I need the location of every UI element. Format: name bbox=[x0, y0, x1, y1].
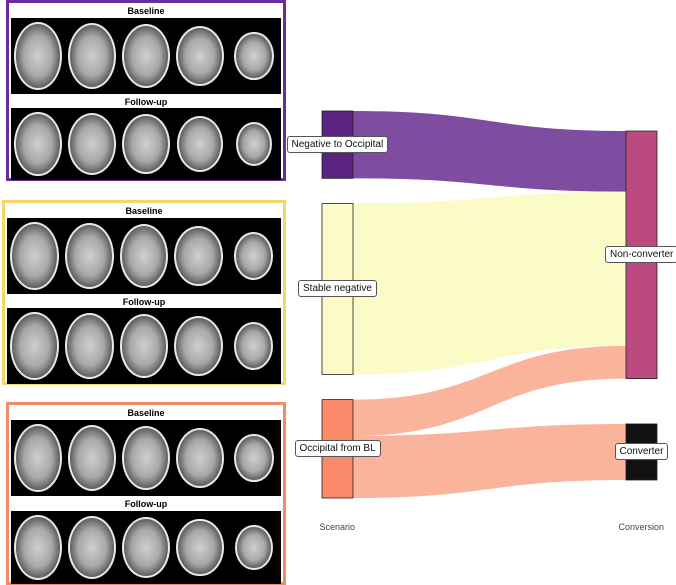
scan-strip-follow-up bbox=[7, 308, 281, 384]
brain-slice bbox=[122, 516, 170, 579]
brain-slice bbox=[64, 313, 114, 379]
brain-slice bbox=[122, 425, 170, 491]
sankey-link-occbl-nonconv bbox=[353, 345, 626, 436]
sankey-link-stable-nonconv bbox=[353, 191, 626, 375]
scan-strip-follow-up bbox=[11, 108, 281, 180]
sankey-node-label-occbl: Occipital from BL bbox=[294, 440, 381, 458]
brain-slice bbox=[68, 425, 116, 491]
sankey-node-label-nonconv: Non-converter bbox=[605, 246, 676, 264]
brain-slice bbox=[176, 115, 224, 173]
brain-slice bbox=[68, 516, 116, 579]
sankey-link-neg2occ-nonconv bbox=[353, 111, 626, 192]
brain-slice bbox=[234, 434, 274, 482]
brain-slice bbox=[176, 427, 224, 489]
scan-strip-follow-up bbox=[11, 511, 281, 584]
panel-negative-to-occipital: Baseline Follow-up bbox=[6, 0, 286, 181]
sankey-node-label-stable: Stable negative bbox=[298, 280, 377, 298]
brain-slice bbox=[234, 32, 274, 80]
scan-strip-baseline bbox=[11, 420, 281, 496]
brain-slice bbox=[174, 315, 224, 377]
brain-slice bbox=[235, 524, 273, 571]
row-label-baseline: Baseline bbox=[125, 206, 163, 216]
row-label-follow-up: Follow-up bbox=[124, 499, 168, 509]
brain-slice bbox=[234, 322, 274, 370]
scan-strip-baseline bbox=[11, 18, 281, 94]
brain-slice bbox=[10, 311, 59, 381]
panel-stable-negative: Baseline Follow-up bbox=[2, 200, 286, 385]
row-label-baseline: Baseline bbox=[127, 6, 165, 16]
brain-slice bbox=[122, 23, 170, 89]
row-label-follow-up: Follow-up bbox=[124, 97, 168, 107]
brain-slice bbox=[14, 423, 62, 493]
brain-slice bbox=[176, 25, 224, 87]
brain-slice bbox=[10, 221, 59, 291]
sankey-node-label-neg2occ: Negative to Occipital bbox=[286, 136, 389, 154]
brain-slice bbox=[176, 518, 224, 577]
brain-slice bbox=[235, 121, 273, 167]
sankey-node-label-conv: Converter bbox=[614, 443, 669, 461]
row-label-baseline: Baseline bbox=[127, 408, 165, 418]
brain-slice bbox=[119, 313, 169, 379]
brain-slice bbox=[122, 113, 170, 175]
brain-slice bbox=[174, 225, 224, 287]
brain-slice bbox=[234, 232, 274, 280]
axis-label-scenario: Scenario bbox=[319, 522, 356, 532]
brain-slice bbox=[64, 223, 114, 289]
sankey-link-occbl-conv bbox=[353, 423, 626, 498]
scan-strip-baseline bbox=[7, 218, 281, 294]
brain-slice bbox=[14, 514, 62, 581]
row-label-follow-up: Follow-up bbox=[122, 297, 166, 307]
axis-label-conversion: Conversion bbox=[618, 522, 665, 532]
brain-slice bbox=[119, 223, 169, 289]
brain-slice bbox=[14, 21, 62, 91]
brain-slice bbox=[68, 112, 116, 175]
brain-slice bbox=[14, 111, 62, 177]
panel-occipital-from-bl: Baseline Follow-up bbox=[6, 402, 286, 585]
brain-slice bbox=[68, 23, 116, 89]
